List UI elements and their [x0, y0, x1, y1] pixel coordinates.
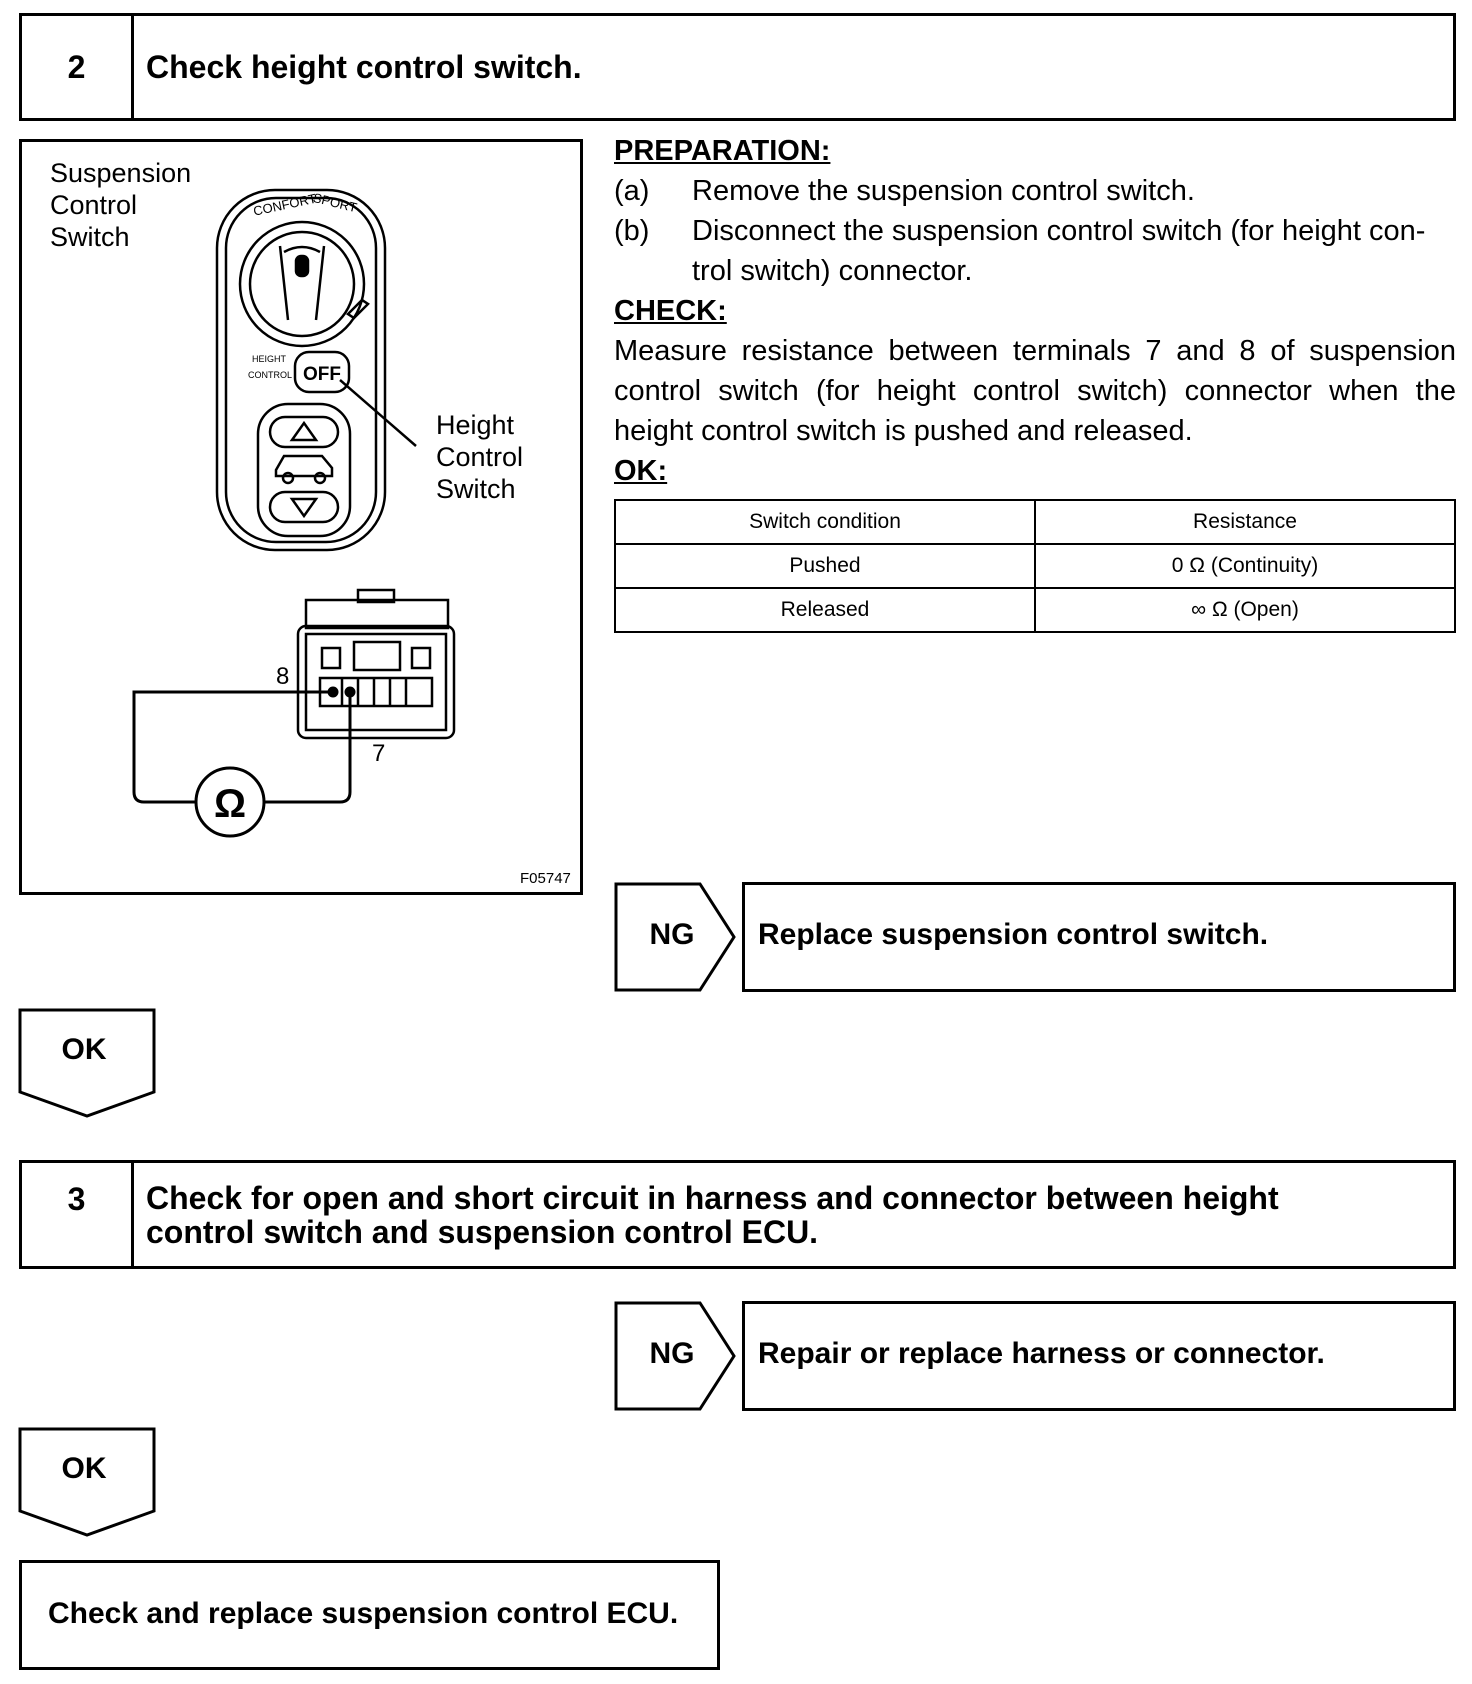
terminal-7-label: 7: [372, 740, 385, 767]
label-height-1: Height: [436, 410, 515, 440]
ng-result-box-2: [742, 1301, 1456, 1411]
figure-code: F05747: [520, 870, 571, 887]
ok-label-1: OK: [61, 1033, 107, 1066]
dial-confort: CONFORT: [252, 191, 318, 219]
final-action-box: [19, 1560, 720, 1670]
prep-b-line1: Disconnect the suspension control switch…: [692, 215, 1426, 247]
height-control-label-1: HEIGHT: [252, 354, 287, 364]
ng-arrow-2: [614, 1301, 736, 1411]
switch-diagram: Suspension Control Switch Height Control…: [50, 158, 571, 887]
table-header: Switch condition: [614, 499, 1036, 545]
ok-arrow-1: [18, 1008, 156, 1118]
ok-arrow-2: [18, 1427, 156, 1537]
height-control-label-2: CONTROL: [248, 370, 292, 380]
ng-result-box-1: [742, 882, 1456, 992]
ng-result-text-2: Repair or replace harness or connector.: [758, 1337, 1325, 1370]
ng-arrow-1: [614, 882, 736, 992]
step-number: 2: [22, 16, 134, 118]
step-title-line2: control switch and suspension control EC…: [146, 1214, 819, 1250]
ohmmeter-icon: [194, 766, 266, 838]
check-line2: control switch (for height control switc…: [614, 375, 1456, 407]
step-title-line1: Check for open and short circuit in harn…: [146, 1180, 1279, 1216]
switch-figure: Suspension Control Switch Height Control…: [19, 139, 583, 895]
ok-heading: OK:: [614, 455, 668, 487]
final-action-text: Check and replace suspension control ECU…: [48, 1597, 679, 1630]
prep-a-text: Remove the suspension control switch.: [692, 175, 1195, 207]
table-cell: 0 Ω (Continuity): [1034, 543, 1456, 589]
label-switch-1: Suspension: [50, 158, 191, 188]
table-header: Resistance: [1034, 499, 1456, 545]
meter-leads: [132, 686, 356, 804]
dial-sport: SPORT: [312, 190, 359, 215]
ng-result-text-1: Replace suspension control switch.: [758, 918, 1269, 951]
resistance-spec-table: Switch condition Resistance Pushed 0 Ω (…: [614, 499, 1456, 633]
step-number: 3: [22, 1163, 134, 1266]
prep-a-marker: (a): [614, 175, 650, 207]
ok-label-2: OK: [61, 1452, 107, 1485]
check-line3: height control switch is pushed and rele…: [614, 415, 1193, 447]
ohm-symbol: Ω: [214, 782, 246, 826]
check-line1: Measure resistance between terminals 7 a…: [614, 335, 1456, 367]
table-header-row: Switch condition Resistance: [614, 499, 1456, 545]
ng-label-2: NG: [649, 1337, 695, 1370]
off-label: OFF: [303, 364, 341, 385]
table-cell: Released: [614, 587, 1036, 633]
step-title: Check for open and short circuit in harn…: [134, 1163, 1453, 1266]
ng-label-1: NG: [649, 918, 695, 951]
label-height-3: Switch: [436, 474, 516, 504]
check-heading: CHECK:: [614, 295, 727, 327]
label-switch-2: Control: [50, 190, 137, 220]
terminal-8-label: 8: [276, 663, 289, 690]
prep-b-line2: trol switch) connector.: [692, 255, 973, 287]
step-2-header: 2 Check height control switch.: [19, 13, 1456, 121]
preparation-heading: PREPARATION:: [614, 135, 831, 167]
label-switch-3: Switch: [50, 222, 130, 252]
table-cell: Pushed: [614, 543, 1036, 589]
switch-body: [215, 188, 417, 552]
connector: [296, 588, 456, 740]
table-cell: ∞ Ω (Open): [1034, 587, 1456, 633]
step-3-header: 3 Check for open and short circuit in ha…: [19, 1160, 1456, 1269]
table-row: Released ∞ Ω (Open): [614, 587, 1456, 633]
label-height-2: Control: [436, 442, 523, 472]
table-row: Pushed 0 Ω (Continuity): [614, 543, 1456, 589]
step-title: Check height control switch.: [146, 49, 582, 85]
prep-b-marker: (b): [614, 215, 650, 247]
